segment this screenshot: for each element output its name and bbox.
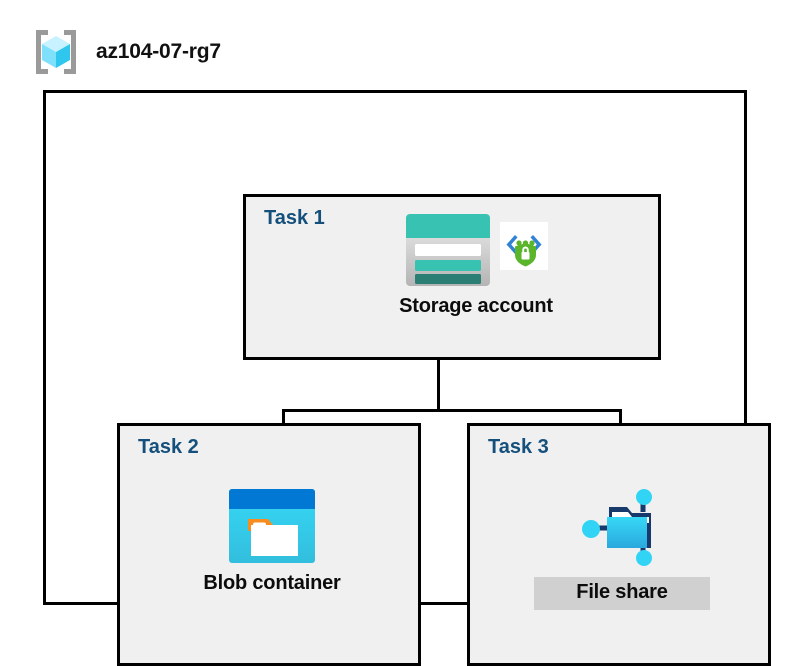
task-1-box: Task 1	[243, 194, 661, 360]
resource-group-header: az104-07-rg7	[30, 26, 221, 78]
secure-endpoint-shield-icon	[499, 222, 548, 270]
storage-account-node[interactable]: Storage account	[386, 213, 566, 318]
resource-group-title: az104-07-rg7	[96, 40, 221, 63]
task-3-box: Task 3	[467, 423, 771, 666]
blob-container-caption: Blob container	[203, 572, 341, 594]
storage-account-caption: Storage account	[399, 295, 553, 317]
resource-group-container: Task 1	[43, 90, 771, 666]
storage-account-icon	[405, 213, 491, 287]
file-share-node[interactable]: File share	[527, 486, 717, 610]
task-1-label: Task 1	[264, 207, 325, 229]
connector-horizontal-bar	[282, 409, 622, 412]
task-3-label: Task 3	[488, 436, 549, 458]
storage-account-icon-row	[405, 213, 548, 287]
task-2-label: Task 2	[138, 436, 199, 458]
resource-group-icon	[30, 26, 82, 78]
blob-container-icon	[228, 488, 316, 564]
connector-trunk	[437, 360, 440, 412]
file-share-caption: File share	[534, 577, 710, 610]
file-share-icon	[581, 486, 663, 569]
blob-container-node[interactable]: Blob container	[182, 488, 362, 595]
task-2-box: Task 2	[117, 423, 421, 666]
